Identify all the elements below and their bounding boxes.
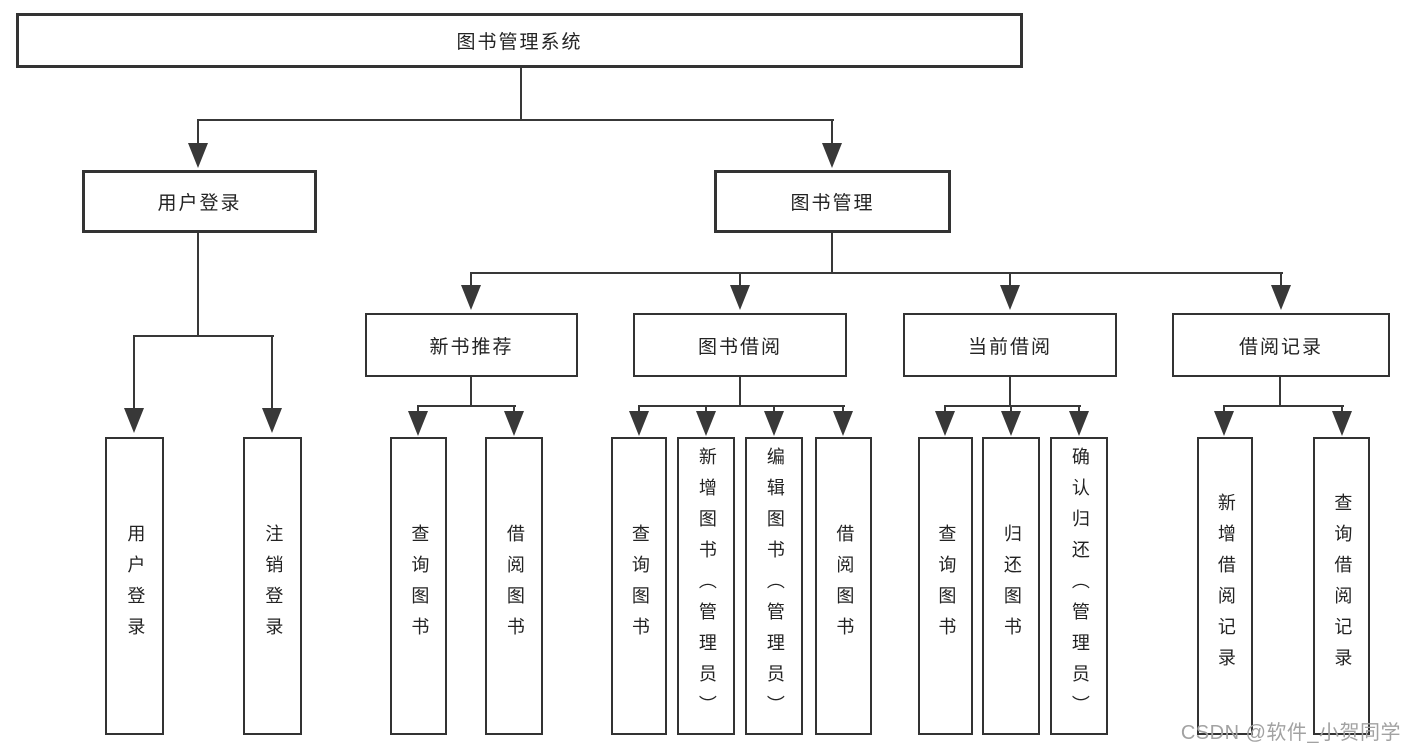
node-book-borrow-label: 图书借阅 bbox=[697, 336, 782, 358]
node-new-book-recommend: 新书推荐 bbox=[365, 313, 578, 377]
connector-segment bbox=[1010, 405, 1012, 414]
connector-segment bbox=[944, 405, 1081, 407]
connector-segment bbox=[739, 272, 741, 287]
connector-segment bbox=[1223, 405, 1344, 407]
leaf-return-book-label: 归还图书 bbox=[1001, 524, 1022, 648]
arrow-down-icon bbox=[822, 143, 842, 168]
leaf-add-book-admin: 新增图书（管理员） bbox=[677, 437, 735, 735]
connector-segment bbox=[638, 405, 640, 414]
leaf-add-borrow-record-label: 新增借阅记录 bbox=[1215, 493, 1236, 679]
connector-segment bbox=[705, 405, 707, 414]
connector-segment bbox=[1280, 272, 1282, 287]
connector-segment bbox=[773, 405, 775, 414]
leaf-return-book: 归还图书 bbox=[982, 437, 1040, 735]
arrow-down-icon bbox=[833, 411, 853, 436]
leaf-logout: 注销登录 bbox=[243, 437, 302, 735]
connector-segment bbox=[271, 335, 273, 410]
connector-segment bbox=[831, 233, 833, 274]
connector-segment bbox=[739, 377, 741, 407]
leaf-query-books-recommend-label: 查询图书 bbox=[409, 524, 430, 648]
node-book-management-label: 图书管理 bbox=[790, 193, 875, 214]
arrow-down-icon bbox=[1332, 411, 1352, 436]
arrow-down-icon bbox=[504, 411, 524, 436]
leaf-confirm-return-admin: 确认归还（管理员） bbox=[1050, 437, 1108, 735]
node-new-book-recommend-label: 新书推荐 bbox=[429, 336, 514, 358]
node-borrow-records: 借阅记录 bbox=[1172, 313, 1390, 377]
connector-segment bbox=[944, 405, 946, 414]
arrow-down-icon bbox=[696, 411, 716, 436]
leaf-query-books-borrow-label: 查询图书 bbox=[629, 524, 650, 648]
leaf-confirm-return-admin-label: 确认归还（管理员） bbox=[1069, 446, 1090, 726]
connector-segment bbox=[417, 405, 516, 407]
leaf-borrow-books-recommend: 借阅图书 bbox=[485, 437, 543, 735]
leaf-add-borrow-record: 新增借阅记录 bbox=[1197, 437, 1253, 735]
arrow-down-icon bbox=[262, 408, 282, 433]
arrow-down-icon bbox=[1000, 285, 1020, 310]
connector-segment bbox=[638, 405, 845, 407]
leaf-edit-book-admin: 编辑图书（管理员） bbox=[745, 437, 803, 735]
leaf-query-books-borrow: 查询图书 bbox=[611, 437, 667, 735]
connector-segment bbox=[133, 335, 274, 337]
leaf-user-login: 用户登录 bbox=[105, 437, 164, 735]
arrow-down-icon bbox=[461, 285, 481, 310]
leaf-add-book-admin-label: 新增图书（管理员） bbox=[696, 446, 717, 726]
arrow-down-icon bbox=[1271, 285, 1291, 310]
arrow-down-icon bbox=[1001, 411, 1021, 436]
connector-segment bbox=[520, 68, 522, 121]
arrow-down-icon bbox=[935, 411, 955, 436]
connector-segment bbox=[1078, 405, 1080, 414]
node-current-borrow-label: 当前借阅 bbox=[967, 336, 1052, 358]
connector-segment bbox=[1009, 377, 1011, 407]
connector-segment bbox=[1009, 272, 1011, 287]
node-current-borrow: 当前借阅 bbox=[903, 313, 1117, 377]
node-borrow-records-label: 借阅记录 bbox=[1238, 336, 1323, 358]
node-root-library-system: 图书管理系统 bbox=[16, 13, 1023, 68]
leaf-user-login-label: 用户登录 bbox=[125, 524, 146, 648]
leaf-borrow-books-recommend-label: 借阅图书 bbox=[504, 524, 525, 648]
node-book-management: 图书管理 bbox=[714, 170, 951, 233]
connector-segment bbox=[470, 272, 472, 287]
leaf-query-books-current-label: 查询图书 bbox=[936, 524, 957, 648]
connector-segment bbox=[133, 335, 135, 410]
leaf-edit-book-admin-label: 编辑图书（管理员） bbox=[764, 446, 785, 726]
connector-segment bbox=[1279, 377, 1281, 407]
leaf-borrow-books: 借阅图书 bbox=[815, 437, 872, 735]
connector-segment bbox=[197, 119, 834, 121]
leaf-borrow-books-label: 借阅图书 bbox=[834, 524, 855, 648]
arrow-down-icon bbox=[629, 411, 649, 436]
connector-segment bbox=[1341, 405, 1343, 414]
leaf-query-books-current: 查询图书 bbox=[918, 437, 973, 735]
node-user-login: 用户登录 bbox=[82, 170, 317, 233]
leaf-query-borrow-record-label: 查询借阅记录 bbox=[1332, 493, 1353, 679]
connector-segment bbox=[513, 405, 515, 414]
arrow-down-icon bbox=[764, 411, 784, 436]
leaf-query-borrow-record: 查询借阅记录 bbox=[1313, 437, 1370, 735]
connector-segment bbox=[197, 119, 199, 146]
connector-segment bbox=[831, 119, 833, 146]
arrow-down-icon bbox=[1069, 411, 1089, 436]
arrow-down-icon bbox=[408, 411, 428, 436]
node-user-login-label: 用户登录 bbox=[157, 193, 242, 214]
watermark: CSDN @软件_小贺同学 bbox=[1180, 722, 1401, 744]
connector-segment bbox=[1223, 405, 1225, 414]
arrow-down-icon bbox=[124, 408, 144, 433]
connector-segment bbox=[197, 233, 199, 337]
node-root-label: 图书管理系统 bbox=[456, 32, 583, 53]
node-book-borrow: 图书借阅 bbox=[633, 313, 847, 377]
connector-segment bbox=[470, 377, 472, 407]
leaf-query-books-recommend: 查询图书 bbox=[390, 437, 447, 735]
arrow-down-icon bbox=[730, 285, 750, 310]
leaf-logout-label: 注销登录 bbox=[263, 524, 284, 648]
connector-segment bbox=[470, 272, 1283, 274]
connector-segment bbox=[417, 405, 419, 414]
connector-segment bbox=[842, 405, 844, 414]
arrow-down-icon bbox=[188, 143, 208, 168]
arrow-down-icon bbox=[1214, 411, 1234, 436]
